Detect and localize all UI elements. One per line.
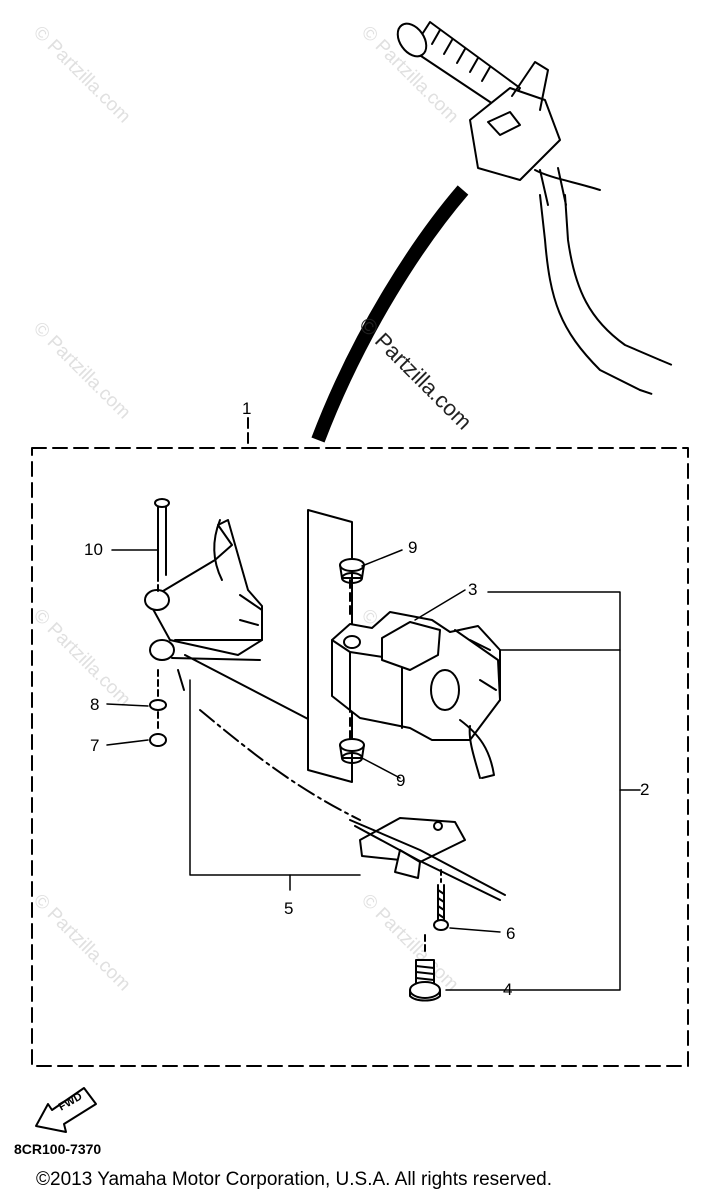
throttle-lever [144,498,263,747]
diagram-code: 8CR100-7370 [14,1141,102,1157]
callout-9-bottom: 9 [396,771,406,790]
assembly-boundary [31,447,689,1067]
callout-3: 3 [468,580,478,599]
cable-clamp [349,817,506,901]
throttle-cable [184,654,311,721]
handlebar-grip [396,21,673,396]
leader-swoop [311,185,469,443]
callout-5: 5 [284,899,294,918]
grommet-9-bottom [339,738,365,764]
callout-6: 6 [506,924,516,943]
callout-8: 8 [90,695,100,714]
throttle-cable [199,709,361,821]
callout-10: 10 [84,540,103,559]
leader-lines [106,549,501,933]
callout-1: 1 [242,399,252,418]
bracket-lines [189,591,641,991]
copyright-notice: ©2013 Yamaha Motor Corporation, U.S.A. A… [36,1169,552,1190]
bolt-4 [409,959,441,1002]
callout-2: 2 [640,780,650,799]
callout-7: 7 [90,736,100,755]
callout-4: 4 [503,980,513,999]
fwd-arrow-icon [35,1087,97,1133]
callout-9-top: 9 [408,538,418,557]
grommet-9-top [339,558,365,584]
screw-6 [424,869,449,953]
switch-housing [331,579,501,779]
